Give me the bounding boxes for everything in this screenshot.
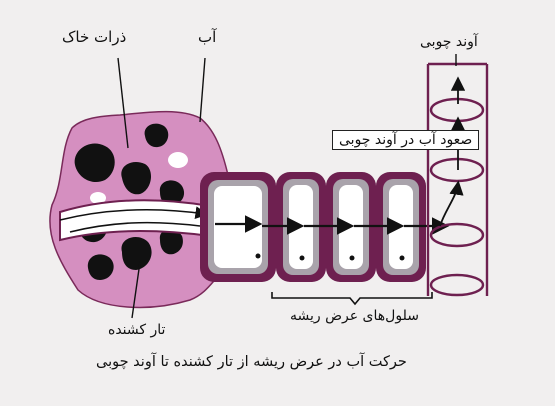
cortex-bracket bbox=[272, 292, 432, 304]
figure-caption: حرکت آب در عرض ریشه از تار کشنده تا آوند… bbox=[96, 354, 407, 370]
label-root-hair: تار کشنده bbox=[108, 322, 165, 338]
label-xylem: آوند چوبی bbox=[420, 34, 478, 50]
label-soil-particles: ذرات خاک bbox=[62, 28, 126, 46]
label-water: آب bbox=[198, 28, 216, 46]
label-cortex-cells: سلول‌های عرض ریشه bbox=[290, 308, 419, 324]
label-ascent-in-xylem: صعود آب در آوند چوبی bbox=[332, 130, 479, 150]
